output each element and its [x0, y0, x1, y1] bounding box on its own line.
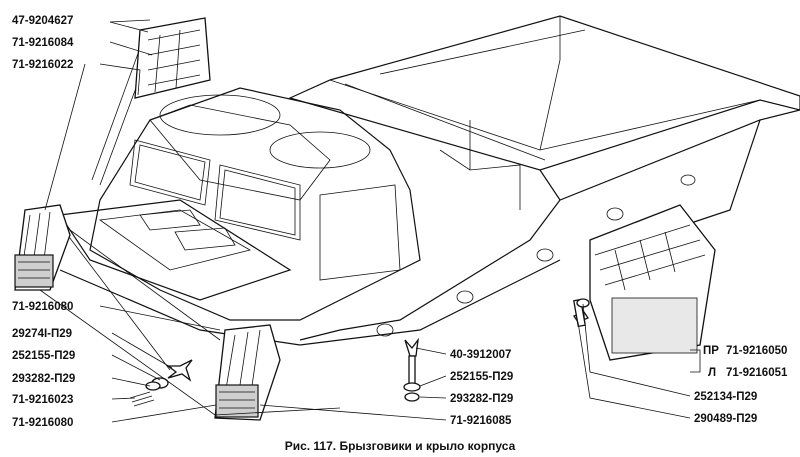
- leader-lines: [39, 19, 701, 423]
- label-293282-center: 293282-П29: [450, 393, 513, 405]
- label-47-9204627: 47-9204627: [12, 15, 73, 27]
- label-prefix-l: Л: [708, 367, 716, 379]
- bolt-right: [573, 298, 590, 328]
- label-293282-left: 293282-П29: [12, 373, 75, 385]
- washers-left: [129, 377, 169, 407]
- bolt-center: [403, 337, 421, 402]
- label-292741: 29274I-П29: [12, 328, 72, 340]
- label-prefix-pr: ПР: [703, 345, 719, 357]
- label-71-9216023: 71-9216023: [12, 394, 73, 406]
- figure-caption: Рис. 117. Брызговики и крыло корпуса: [285, 439, 516, 453]
- label-252134: 252134-П29: [694, 391, 757, 403]
- label-71-9216022: 71-9216022: [12, 59, 73, 71]
- label-71-9216080-mid: 71-9216080: [12, 301, 73, 313]
- rear-fender-panel: [589, 204, 716, 361]
- mudguard-rear-top: [134, 17, 211, 99]
- label-290489: 290489-П29: [694, 413, 757, 425]
- label-71-9216084: 71-9216084: [12, 37, 74, 49]
- label-40-3912007: 40-3912007: [450, 349, 511, 361]
- label-252155-center: 252155-П29: [450, 371, 513, 383]
- wing-nut-left: [166, 359, 193, 382]
- label-71-9216085: 71-9216085: [450, 415, 512, 427]
- mudguard-front-left: [14, 204, 71, 291]
- label-252155-left: 252155-П29: [12, 350, 75, 362]
- label-71-9216080-bottom: 71-9216080: [12, 417, 73, 429]
- part-labels: 47-9204627 71-9216084 71-9216022 71-9216…: [12, 15, 788, 429]
- vehicle-body-drawing: [58, 15, 800, 371]
- mudguard-front-center: [214, 324, 281, 421]
- label-71-9216051: 71-9216051: [726, 367, 788, 379]
- label-71-9216050: 71-9216050: [726, 345, 787, 357]
